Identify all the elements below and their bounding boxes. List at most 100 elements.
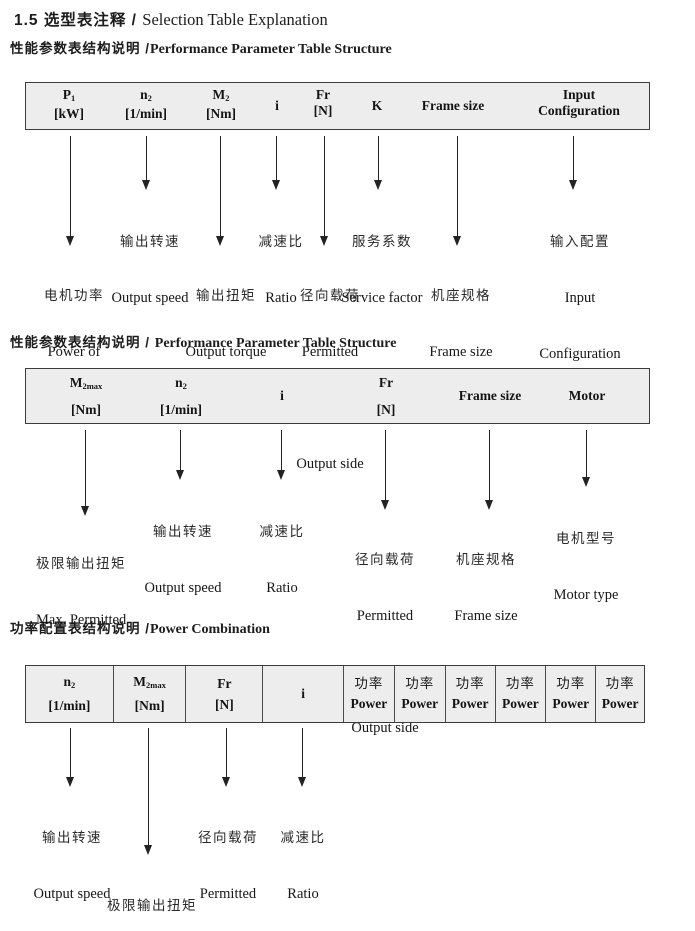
col-m2-unit: [Nm]: [206, 106, 236, 121]
col-power-zh: 功率: [354, 676, 384, 691]
col-power-zh: 功率: [505, 676, 535, 691]
callout-line: 径向载荷: [299, 288, 360, 303]
callout-line: Ratio: [287, 886, 319, 902]
col-fr-unit: [N]: [376, 402, 396, 417]
arrow-head-icon: [66, 236, 74, 246]
callout-line: 减速比: [259, 524, 305, 539]
callout-motor-type: 电机型号 Motor type: [554, 493, 619, 641]
down-arrow-icon: [569, 136, 577, 190]
callout-line: 电机型号: [556, 531, 616, 546]
col-fr-unit: [N]: [313, 103, 333, 118]
col-power-en: Power: [350, 696, 388, 711]
arrow-head-icon: [485, 500, 493, 510]
col-power-5: 功率 Power: [545, 666, 595, 722]
down-arrow-icon: [277, 430, 285, 480]
arrow-shaft: [377, 136, 379, 180]
col-power-en: Power: [552, 696, 590, 711]
callout-ratio: 减速比 Ratio: [281, 792, 326, 931]
callout-power-of-motor: 电机功率 Power of motor: [44, 250, 104, 454]
col-motor-label: Motor: [568, 388, 606, 403]
col-frame-size-label: Frame size: [421, 98, 485, 113]
down-arrow-icon: [142, 136, 150, 190]
callout-line: Motor type: [553, 587, 619, 603]
callout-line: Permitted: [301, 344, 359, 360]
down-arrow-icon: [81, 430, 89, 516]
col-i: i: [275, 98, 279, 114]
callout-overhung-load: 径向载荷 Permitted Overhung load Output side: [185, 792, 272, 931]
col-power-3: 功率 Power: [444, 666, 495, 722]
col-i-symbol: i: [301, 686, 305, 701]
callout-line: Output speed: [144, 580, 222, 596]
col-fr-symbol: Fr: [315, 87, 331, 102]
col-i: i: [262, 666, 343, 722]
arrow-shaft: [69, 728, 71, 777]
col-fr: Fr [N]: [314, 87, 333, 119]
col-n2-unit: [1/min]: [160, 402, 202, 417]
arrow-head-icon: [66, 777, 74, 787]
arrow-shaft: [275, 136, 277, 180]
callout-ratio: 减速比 Ratio: [260, 486, 305, 634]
col-m2max: M2max [Nm]: [112, 666, 186, 722]
arrow-shaft: [147, 728, 149, 845]
arrow-head-icon: [320, 236, 328, 246]
down-arrow-icon: [216, 136, 224, 246]
callout-frame-size: 机座规格 Frame size: [429, 250, 492, 398]
section2-heading-en: Performance Parameter Table Structure: [154, 336, 397, 351]
col-fr-symbol: Fr: [378, 375, 394, 390]
col-i-symbol: i: [280, 388, 284, 403]
down-arrow-icon: [298, 728, 306, 787]
page-title-en: Selection Table Explanation: [142, 10, 328, 29]
arrow-shaft: [145, 136, 147, 180]
section3-heading-zh: 功率配置表结构说明 /: [10, 621, 151, 636]
callout-input-configuration: 输入配置 Input Configuration: [539, 196, 620, 400]
col-k: K: [372, 98, 383, 114]
section1-heading-en: Performance Parameter Table Structure: [150, 42, 392, 57]
col-m2max-symbol: M2max: [133, 674, 166, 690]
down-arrow-icon: [374, 136, 382, 190]
callout-output-speed: 输出转速 Output speed: [34, 792, 111, 931]
col-frame-size-label: Frame size: [458, 388, 522, 403]
section3-table-header: n2 [1/min] M2max [Nm] Fr [N] i 功率 Power …: [25, 665, 645, 723]
arrow-head-icon: [582, 477, 590, 487]
callout-line: 服务系数: [351, 234, 412, 249]
col-n2-symbol: n2: [63, 674, 76, 690]
arrow-shaft: [179, 430, 181, 470]
arrow-head-icon: [176, 470, 184, 480]
col-power-en: Power: [401, 696, 439, 711]
down-arrow-icon: [66, 728, 74, 787]
arrow-shaft: [585, 430, 587, 477]
callout-line: 输出转速: [41, 830, 102, 845]
col-n2: n2: [175, 375, 187, 394]
down-arrow-icon: [582, 430, 590, 487]
section2-heading: 性能参数表结构说明 / Performance Parameter Table …: [10, 331, 396, 352]
col-power-1: 功率 Power: [342, 666, 394, 722]
col-i: i: [280, 388, 284, 404]
callout-line: Service factor: [341, 290, 423, 306]
col-power-zh: 功率: [405, 676, 435, 691]
col-n2: n2 [1/min]: [125, 87, 167, 122]
callout-line: Max. Permitted: [36, 612, 127, 628]
page-title-zh: 1.5 选型表注释 /: [14, 12, 143, 29]
callout-line: 极限输出扭矩: [36, 556, 126, 571]
callout-line: Permitted: [199, 886, 257, 902]
col-n2-symbol: n2: [175, 375, 187, 391]
col-power-4: 功率 Power: [494, 666, 546, 722]
section2-table-header: M2max [Nm] n2 [1/min] i Fr [N] Frame siz…: [25, 368, 650, 424]
callout-line: Ratio: [266, 580, 298, 596]
arrow-head-icon: [142, 180, 150, 190]
callout-line: Output side: [296, 456, 364, 472]
arrow-head-icon: [453, 236, 461, 246]
callout-line: Output side: [351, 720, 419, 736]
arrow-shaft: [280, 430, 282, 470]
section3-heading: 功率配置表结构说明 /Power Combination: [10, 617, 270, 638]
callout-line: 径向载荷: [354, 552, 415, 567]
arrow-shaft: [225, 728, 227, 777]
callout-line: 减速比: [258, 234, 304, 249]
callout-line: 机座规格: [456, 552, 516, 567]
col-motor: Motor: [569, 388, 606, 404]
col-fr-symbol: Fr: [217, 675, 232, 691]
callout-line: 输入配置: [549, 234, 610, 249]
callout-line: 径向载荷: [197, 830, 258, 845]
callout-line: Output torque: [185, 344, 267, 360]
down-arrow-icon: [320, 136, 328, 246]
